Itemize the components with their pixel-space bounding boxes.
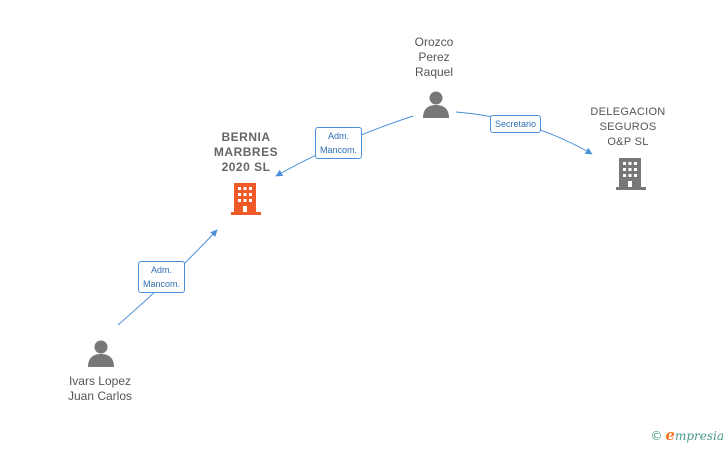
person-icon[interactable] — [423, 91, 449, 119]
building-icon[interactable] — [231, 183, 261, 215]
company-label-bernia[interactable]: BERNIA MARBRES 2020 SL — [213, 130, 279, 174]
person-icon[interactable] — [88, 340, 114, 368]
edge-label-secretario[interactable]: Secretario — [490, 115, 542, 133]
copyright-icon: © — [650, 429, 663, 443]
edge-label-adm-mancom[interactable]: Adm. Mancom. — [138, 261, 186, 293]
person-label-orozco[interactable]: Orozco Perez Raquel — [414, 35, 454, 79]
building-icon[interactable] — [616, 158, 646, 190]
empresia-logo: ©empresia — [650, 426, 724, 444]
person-label-ivars[interactable]: Ivars Lopez Juan Carlos — [67, 374, 133, 403]
edge-label-adm-mancom[interactable]: Adm. Mancom. — [315, 127, 363, 159]
company-label-delegacion[interactable]: DELEGACION SEGUROS O&P SL — [590, 106, 666, 148]
